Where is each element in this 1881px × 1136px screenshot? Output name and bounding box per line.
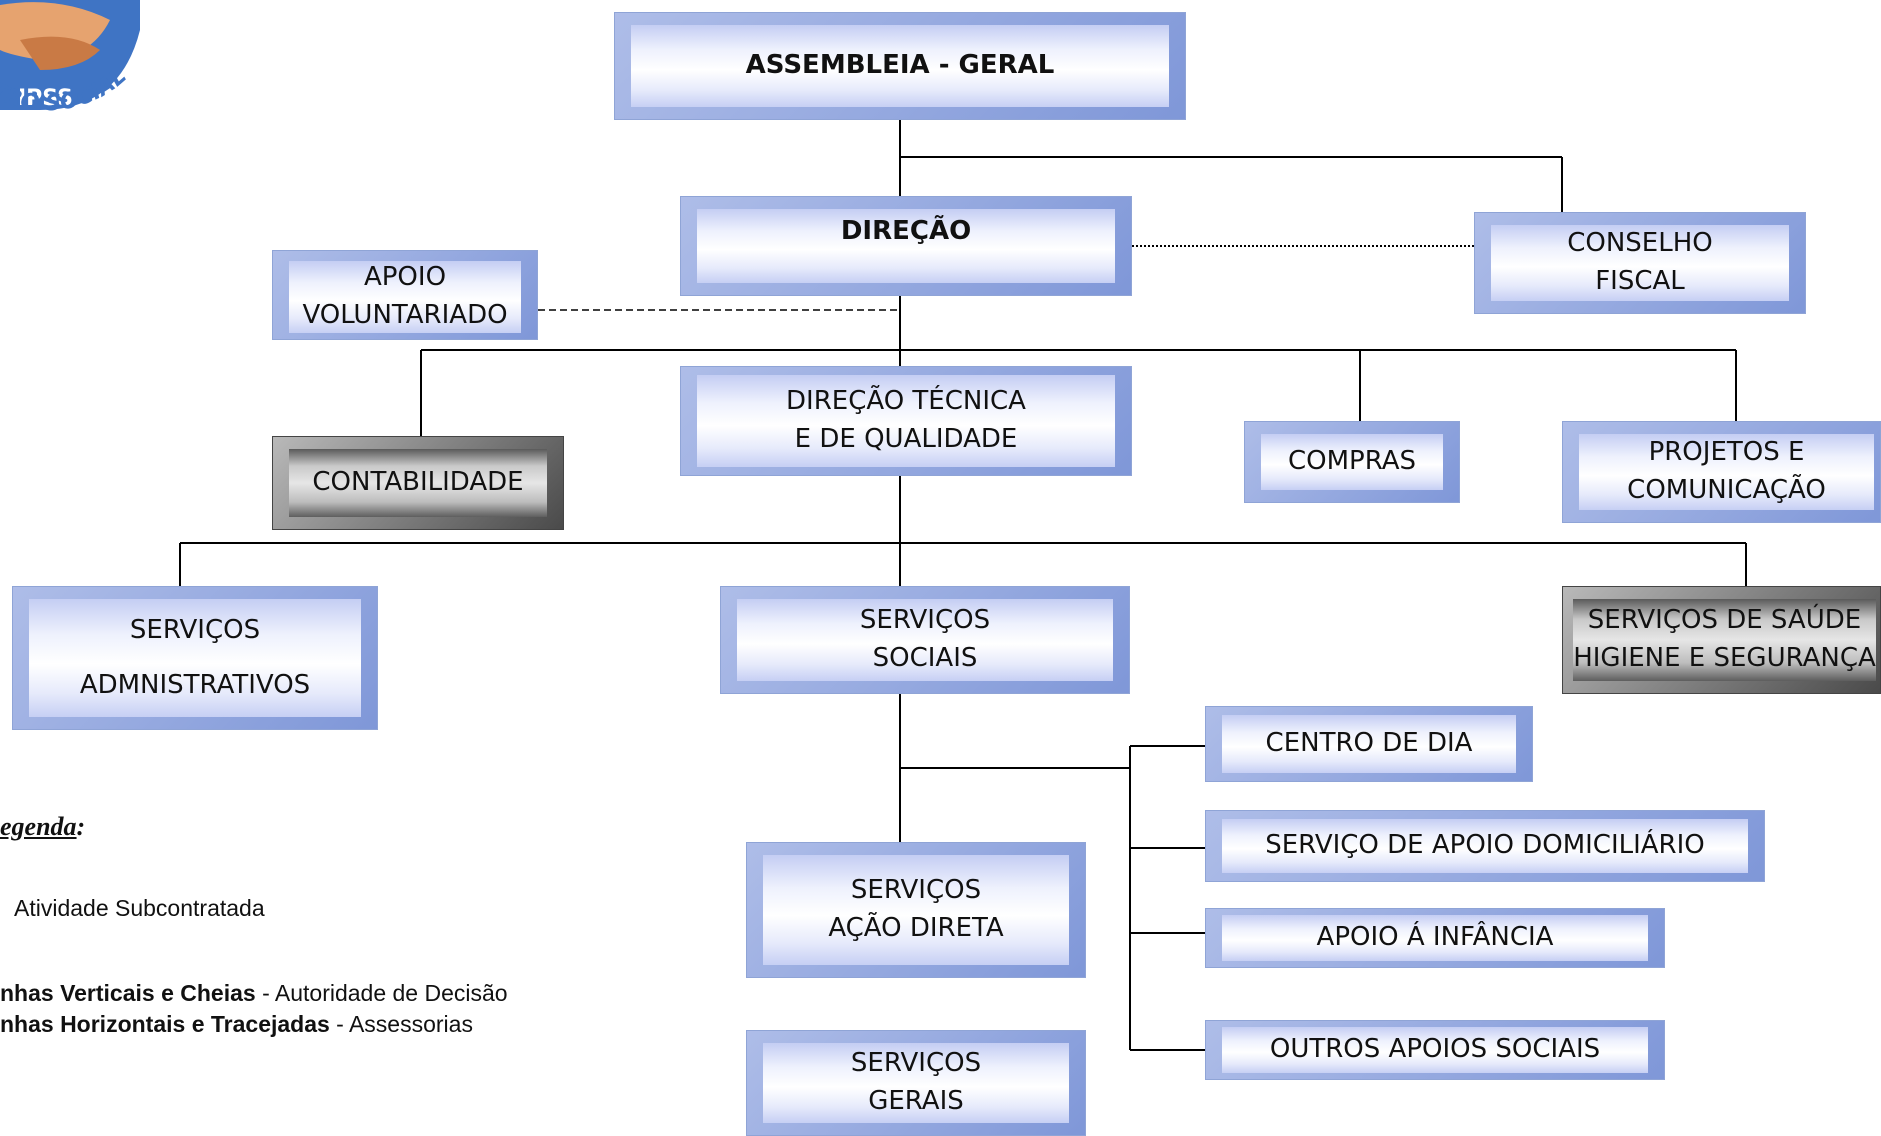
box-compras-label: COMPRAS: [1287, 446, 1417, 477]
box-apoio-vol-line1: APOIO: [363, 262, 447, 293]
box-acao-direta-face: SERVIÇOS AÇÃO DIRETA: [763, 855, 1069, 965]
box-apoio-vol-face: APOIO VOLUNTARIADO: [289, 261, 521, 333]
box-contabilidade: CONTABILIDADE: [272, 436, 564, 530]
box-apoio-voluntariado: APOIO VOLUNTARIADO: [272, 250, 538, 340]
box-contabilidade-face: CONTABILIDADE: [289, 449, 547, 517]
box-direcao-label: DIREÇÃO: [840, 216, 972, 246]
box-centro-dia-label: CENTRO DE DIA: [1265, 728, 1473, 759]
box-serv-sociais-face: SERVIÇOS SOCIAIS: [737, 599, 1113, 681]
box-outros-face: OUTROS APOIOS SOCIAIS: [1222, 1027, 1648, 1073]
box-apoio-inf-face: APOIO Á INFÂNCIA: [1222, 915, 1648, 961]
box-assembleia-label: ASSEMBLEIA - GERAL: [745, 50, 1055, 81]
box-serv-sociais-line2: SOCIAIS: [872, 643, 978, 673]
legend-line-horizontal: nhas Horizontais e Tracejadas - Assessor…: [0, 1011, 473, 1038]
logo-text: IPSS: [18, 86, 73, 111]
box-serv-admin-line1: SERVIÇOS: [129, 615, 261, 646]
box-apoio-inf-label: APOIO Á INFÂNCIA: [1316, 922, 1554, 953]
legend-line-vertical-label: nhas Verticais e Cheias: [0, 980, 256, 1006]
box-outros-label: OUTROS APOIOS SOCIAIS: [1269, 1034, 1601, 1065]
box-apoio-domiciliario: SERVIÇO DE APOIO DOMICILIÁRIO: [1205, 810, 1765, 882]
box-outros-apoios: OUTROS APOIOS SOCIAIS: [1205, 1020, 1665, 1080]
box-compras-face: COMPRAS: [1261, 434, 1443, 490]
box-servicos-acao-direta: SERVIÇOS AÇÃO DIRETA: [746, 842, 1086, 978]
box-serv-gerais-line2: GERAIS: [868, 1086, 964, 1116]
legend-subcontracted: Atividade Subcontratada: [14, 895, 265, 921]
legend-title: egenda:: [0, 812, 85, 842]
box-serv-gerais-line1: SERVIÇOS: [850, 1048, 982, 1079]
box-direcao-tecnica-face: DIREÇÃO TÉCNICA E DE QUALIDADE: [697, 375, 1115, 467]
legend-title-text: egenda: [0, 812, 77, 841]
box-serv-saude-line1: SERVIÇOS DE SAÚDE: [1587, 605, 1862, 636]
box-projetos-line1: PROJETOS E: [1648, 437, 1805, 468]
box-projetos-line2: COMUNICAÇÃO: [1627, 475, 1826, 505]
box-direcao-tecnica: DIREÇÃO TÉCNICA E DE QUALIDADE: [680, 366, 1132, 476]
box-serv-sociais-line1: SERVIÇOS: [859, 605, 991, 636]
box-servicos-sociais: SERVIÇOS SOCIAIS: [720, 586, 1130, 694]
box-projetos-face: PROJETOS E COMUNICAÇÃO: [1579, 434, 1874, 510]
box-apoio-infancia: APOIO Á INFÂNCIA: [1205, 908, 1665, 968]
box-conselho-line2: FISCAL: [1595, 266, 1685, 296]
box-direcao-face: DIREÇÃO: [697, 209, 1115, 283]
box-projetos-comunicacao: PROJETOS E COMUNICAÇÃO: [1562, 421, 1881, 523]
box-direcao-tecnica-line2: E DE QUALIDADE: [794, 424, 1018, 454]
box-centro-dia-face: CENTRO DE DIA: [1222, 715, 1516, 773]
box-acao-direta-line1: SERVIÇOS: [850, 875, 982, 906]
ipss-logo: IPSS TRO SOCIAL: [0, 0, 140, 117]
box-servicos-gerais: SERVIÇOS GERAIS: [746, 1030, 1086, 1136]
legend-line-horizontal-label: nhas Horizontais e Tracejadas: [0, 1011, 330, 1037]
box-apoio-dom-face: SERVIÇO DE APOIO DOMICILIÁRIO: [1222, 819, 1748, 873]
box-apoio-vol-line2: VOLUNTARIADO: [302, 300, 508, 330]
box-serv-saude-line2: HIGIENE E SEGURANÇA: [1573, 643, 1876, 673]
box-contabilidade-label: CONTABILIDADE: [312, 467, 524, 498]
box-compras: COMPRAS: [1244, 421, 1460, 503]
box-serv-gerais-face: SERVIÇOS GERAIS: [763, 1043, 1069, 1123]
box-conselho-fiscal: CONSELHO FISCAL: [1474, 212, 1806, 314]
legend-line-horizontal-desc: - Assessorias: [329, 1011, 473, 1037]
box-assembleia-geral-face: ASSEMBLEIA - GERAL: [631, 25, 1169, 107]
box-serv-saude-face: SERVIÇOS DE SAÚDE HIGIENE E SEGURANÇA: [1573, 599, 1876, 681]
box-conselho-fiscal-face: CONSELHO FISCAL: [1491, 225, 1789, 301]
box-serv-admin-face: SERVIÇOS ADMNISTRATIVOS: [29, 599, 361, 717]
box-conselho-line1: CONSELHO: [1567, 228, 1713, 259]
box-centro-de-dia: CENTRO DE DIA: [1205, 706, 1533, 782]
box-serv-admin-line2: ADMNISTRATIVOS: [79, 670, 311, 700]
box-assembleia-geral: ASSEMBLEIA - GERAL: [614, 12, 1186, 120]
box-acao-direta-line2: AÇÃO DIRETA: [828, 913, 1004, 943]
box-servicos-saude: SERVIÇOS DE SAÚDE HIGIENE E SEGURANÇA: [1562, 586, 1881, 694]
box-direcao: DIREÇÃO: [680, 196, 1132, 296]
box-servicos-administrativos: SERVIÇOS ADMNISTRATIVOS: [12, 586, 378, 730]
legend-line-vertical: nhas Verticais e Cheias - Autoridade de …: [0, 980, 508, 1007]
box-apoio-dom-label: SERVIÇO DE APOIO DOMICILIÁRIO: [1265, 830, 1705, 861]
box-direcao-tecnica-line1: DIREÇÃO TÉCNICA: [786, 386, 1026, 417]
legend-title-colon: :: [76, 812, 86, 841]
legend-line-vertical-desc: - Autoridade de Decisão: [255, 980, 508, 1006]
